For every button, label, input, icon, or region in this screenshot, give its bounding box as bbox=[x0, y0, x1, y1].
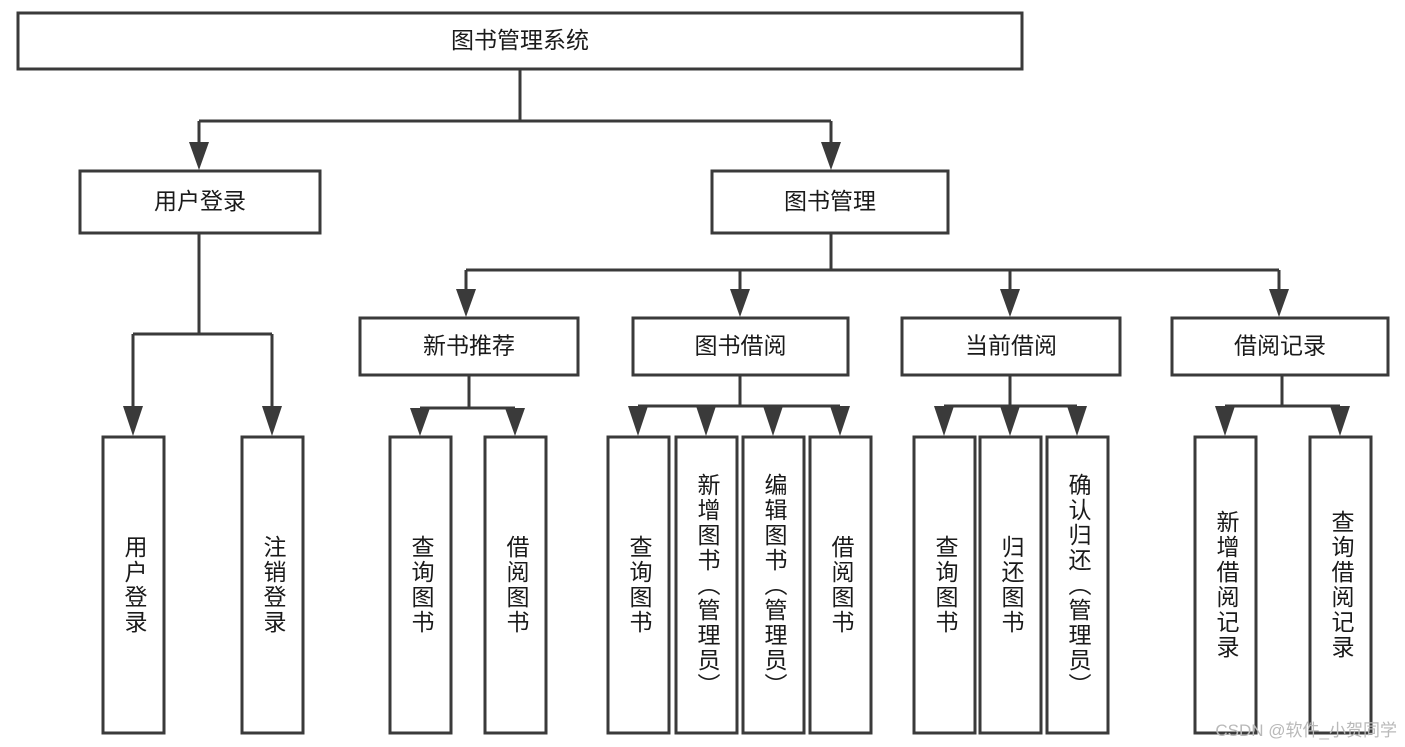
arrow-head-leaf-add-record bbox=[1215, 406, 1235, 436]
node-box-current-borrow[interactable] bbox=[900, 316, 1122, 377]
node-box-user-login[interactable] bbox=[78, 169, 322, 235]
connector-layer bbox=[123, 69, 1350, 436]
node-label-book-manage: 图书管理 bbox=[784, 188, 876, 214]
node-box-leaf-borrow-book[interactable] bbox=[808, 435, 873, 735]
arrow-head-leaf-edit-book bbox=[763, 406, 783, 436]
arrow-head-leaf-return-book bbox=[1000, 406, 1020, 436]
arrow-head-current-borrow bbox=[1000, 289, 1020, 317]
arrow-head-leaf-borrow-book-rec bbox=[505, 408, 525, 436]
node-box-leaf-add-book[interactable] bbox=[674, 435, 739, 735]
arrow-head-book-borrow bbox=[730, 289, 750, 317]
node-box-layer bbox=[16, 11, 1390, 735]
node-box-leaf-edit-book[interactable] bbox=[741, 435, 806, 735]
node-box-borrow-record[interactable] bbox=[1170, 316, 1390, 377]
node-box-leaf-borrow-book-rec[interactable] bbox=[483, 435, 548, 735]
node-label-book-borrow: 图书借阅 bbox=[695, 333, 787, 359]
arrow-head-leaf-query-book-cur bbox=[934, 406, 954, 436]
arrow-head-leaf-borrow-book bbox=[830, 406, 850, 436]
node-box-new-book-rec[interactable] bbox=[358, 316, 580, 377]
node-box-leaf-return-book[interactable] bbox=[978, 435, 1043, 735]
node-box-book-manage[interactable] bbox=[710, 169, 950, 235]
arrow-head-user-login bbox=[189, 142, 209, 170]
node-box-leaf-query-record[interactable] bbox=[1308, 435, 1373, 735]
csdn-watermark: CSDN @软件_小贺同学 bbox=[1215, 721, 1397, 740]
arrow-head-leaf-add-book bbox=[696, 406, 716, 436]
node-label-user-login: 用户登录 bbox=[154, 188, 246, 214]
arrow-head-leaf-query-book-rec bbox=[410, 408, 430, 436]
node-box-root[interactable] bbox=[16, 11, 1024, 71]
node-label-new-book-rec: 新书推荐 bbox=[423, 333, 515, 359]
node-box-leaf-query-book-rec[interactable] bbox=[388, 435, 453, 735]
node-box-book-borrow[interactable] bbox=[631, 316, 850, 377]
arrow-head-new-book-rec bbox=[456, 289, 476, 317]
arrow-head-leaf-user-login bbox=[123, 406, 143, 436]
arrow-head-leaf-logout bbox=[262, 406, 282, 436]
arrow-head-leaf-confirm-return bbox=[1067, 406, 1087, 436]
node-box-leaf-query-book-borrow[interactable] bbox=[606, 435, 671, 735]
node-box-leaf-confirm-return[interactable] bbox=[1045, 435, 1110, 735]
node-box-leaf-query-book-cur[interactable] bbox=[912, 435, 977, 735]
node-label-borrow-record: 借阅记录 bbox=[1234, 333, 1326, 359]
node-box-leaf-user-login[interactable] bbox=[101, 435, 166, 735]
arrow-head-borrow-record bbox=[1269, 289, 1289, 317]
node-label-current-borrow: 当前借阅 bbox=[965, 333, 1057, 359]
node-label-root: 图书管理系统 bbox=[451, 27, 589, 53]
arrow-head-leaf-query-book-borrow bbox=[628, 406, 648, 436]
node-box-leaf-logout[interactable] bbox=[240, 435, 305, 735]
arrow-head-book-manage bbox=[821, 142, 841, 170]
arrow-head-leaf-query-record bbox=[1330, 406, 1350, 436]
node-box-leaf-add-record[interactable] bbox=[1193, 435, 1258, 735]
